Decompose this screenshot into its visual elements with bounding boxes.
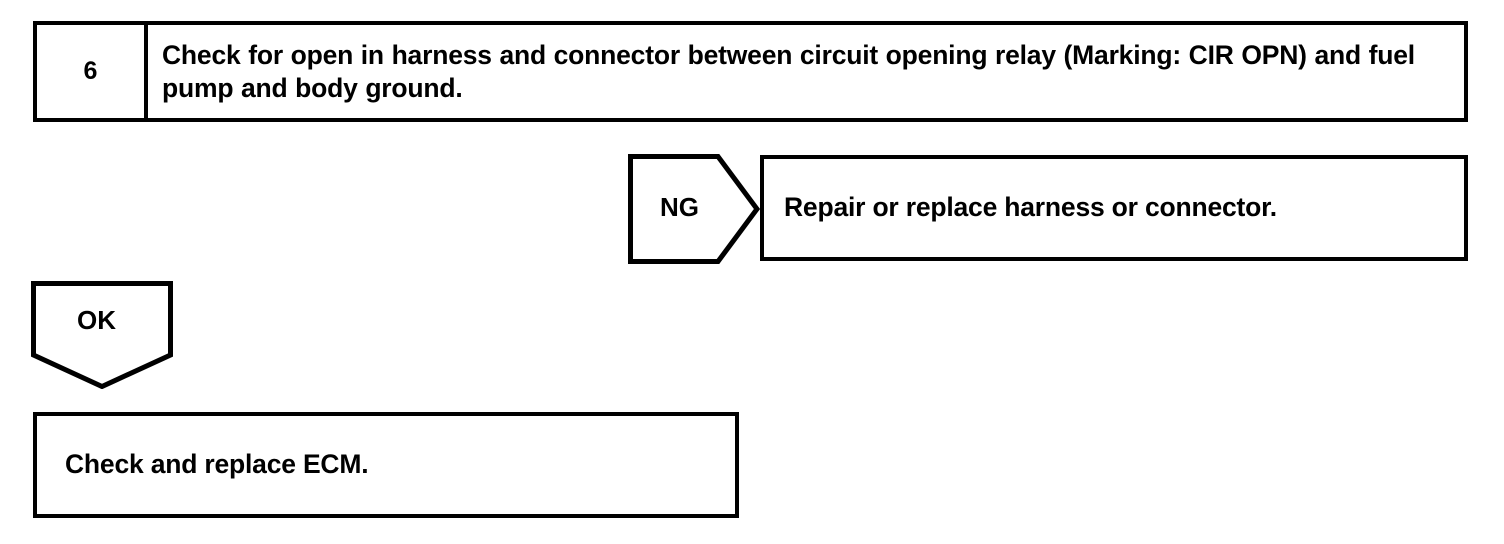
ng-branch-label: NG bbox=[660, 192, 699, 222]
step-number: 6 bbox=[83, 57, 98, 85]
ng-result-box: Repair or replace harness or connector. bbox=[760, 155, 1468, 261]
step-instruction-text: Check for open in harness and connector … bbox=[162, 40, 1415, 103]
ok-result-box: Check and replace ECM. bbox=[33, 412, 739, 518]
ng-branch-pentagon bbox=[628, 154, 760, 264]
step-instruction-cell: Check for open in harness and connector … bbox=[148, 25, 1464, 118]
ng-result-text: Repair or replace harness or connector. bbox=[784, 192, 1277, 223]
ok-result-text: Check and replace ECM. bbox=[65, 449, 369, 480]
step-number-cell: 6 bbox=[37, 25, 148, 118]
down-pointing-pentagon-icon bbox=[31, 281, 173, 389]
right-pointing-pentagon-icon bbox=[628, 154, 760, 264]
ok-branch-label: OK bbox=[77, 305, 116, 335]
step-header-row: 6 Check for open in harness and connecto… bbox=[33, 21, 1468, 122]
ok-branch-pentagon bbox=[31, 281, 173, 389]
